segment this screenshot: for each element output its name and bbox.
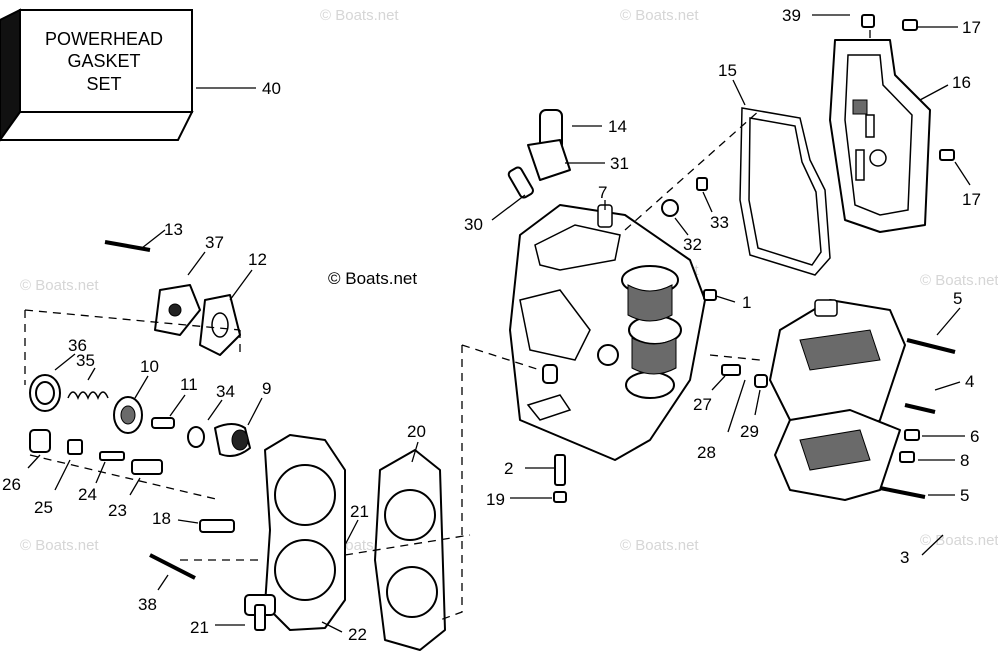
watermark: © Boats.net <box>620 7 699 24</box>
callout-5: 5 <box>953 289 962 308</box>
callout-13: 13 <box>164 220 183 239</box>
watermark: © Boats.net <box>20 277 99 294</box>
thermostat-parts <box>29 374 251 457</box>
callout-24: 24 <box>78 485 97 504</box>
callout-6: 6 <box>970 427 979 446</box>
callout-15: 15 <box>718 61 737 80</box>
watermark: © Boats.net <box>920 272 998 289</box>
callout-20: 20 <box>407 422 426 441</box>
cover-plate-part <box>829 39 931 233</box>
callout-9: 9 <box>262 379 271 398</box>
callout-17-b: 17 <box>962 190 981 209</box>
callout-10: 10 <box>140 357 159 376</box>
water-cover-parts <box>154 284 241 356</box>
callout-39: 39 <box>782 6 801 25</box>
box-line-3: SET <box>86 74 121 94</box>
callout-21: 21 <box>350 502 369 521</box>
callout-30: 30 <box>464 215 483 234</box>
watermark-main: © Boats.net <box>328 269 417 288</box>
box-line-1: POWERHEAD <box>45 29 163 49</box>
head-gasket-part <box>374 449 446 651</box>
callout-22: 22 <box>348 625 367 644</box>
callout-28: 28 <box>697 443 716 462</box>
callout-2: 2 <box>504 459 513 478</box>
callout-17: 17 <box>962 18 981 37</box>
box-line-2: GASKET <box>67 51 140 71</box>
small-hardware-parts <box>507 14 956 503</box>
callout-33: 33 <box>710 213 729 232</box>
crankcase-part <box>509 204 706 461</box>
dashed-guides <box>24 30 871 621</box>
callout-40: 40 <box>262 79 281 98</box>
callout-29: 29 <box>740 422 759 441</box>
callout-25: 25 <box>34 498 53 517</box>
cover-gasket-part <box>739 107 831 276</box>
callout-18: 18 <box>152 509 171 528</box>
callout-14: 14 <box>608 117 627 136</box>
callout-36: 36 <box>68 336 87 355</box>
callout-27: 27 <box>693 395 712 414</box>
cylinder-block-part <box>769 299 906 501</box>
callout-31: 31 <box>610 154 629 173</box>
callout-19: 19 <box>486 490 505 509</box>
callout-1: 1 <box>742 293 751 312</box>
callout-34: 34 <box>216 382 235 401</box>
callout-8: 8 <box>960 451 969 470</box>
callout-26: 26 <box>2 475 21 494</box>
callout-7: 7 <box>598 183 607 202</box>
callout-23: 23 <box>108 501 127 520</box>
fitting-parts <box>29 240 235 580</box>
callout-3: 3 <box>900 548 909 567</box>
callouts: 40 1 2 3 4 5 5 6 7 8 9 10 11 <box>2 6 981 644</box>
callout-38: 38 <box>138 595 157 614</box>
callout-21-b: 21 <box>190 618 209 637</box>
callout-32: 32 <box>683 235 702 254</box>
watermark: © Boats.net <box>20 537 99 554</box>
callout-11: 11 <box>180 375 198 394</box>
cylinder-head-part <box>244 434 346 631</box>
callout-35: 35 <box>76 351 95 370</box>
callout-5-b: 5 <box>960 486 969 505</box>
watermark: © Boats.net <box>620 537 699 554</box>
callout-16: 16 <box>952 73 971 92</box>
callout-37: 37 <box>205 233 224 252</box>
watermark: © Boats.net <box>920 532 998 549</box>
callout-4: 4 <box>965 372 974 391</box>
callout-12: 12 <box>248 250 267 269</box>
gasket-set-box: POWERHEAD GASKET SET <box>0 8 194 142</box>
watermark: © Boats.net <box>320 7 399 24</box>
